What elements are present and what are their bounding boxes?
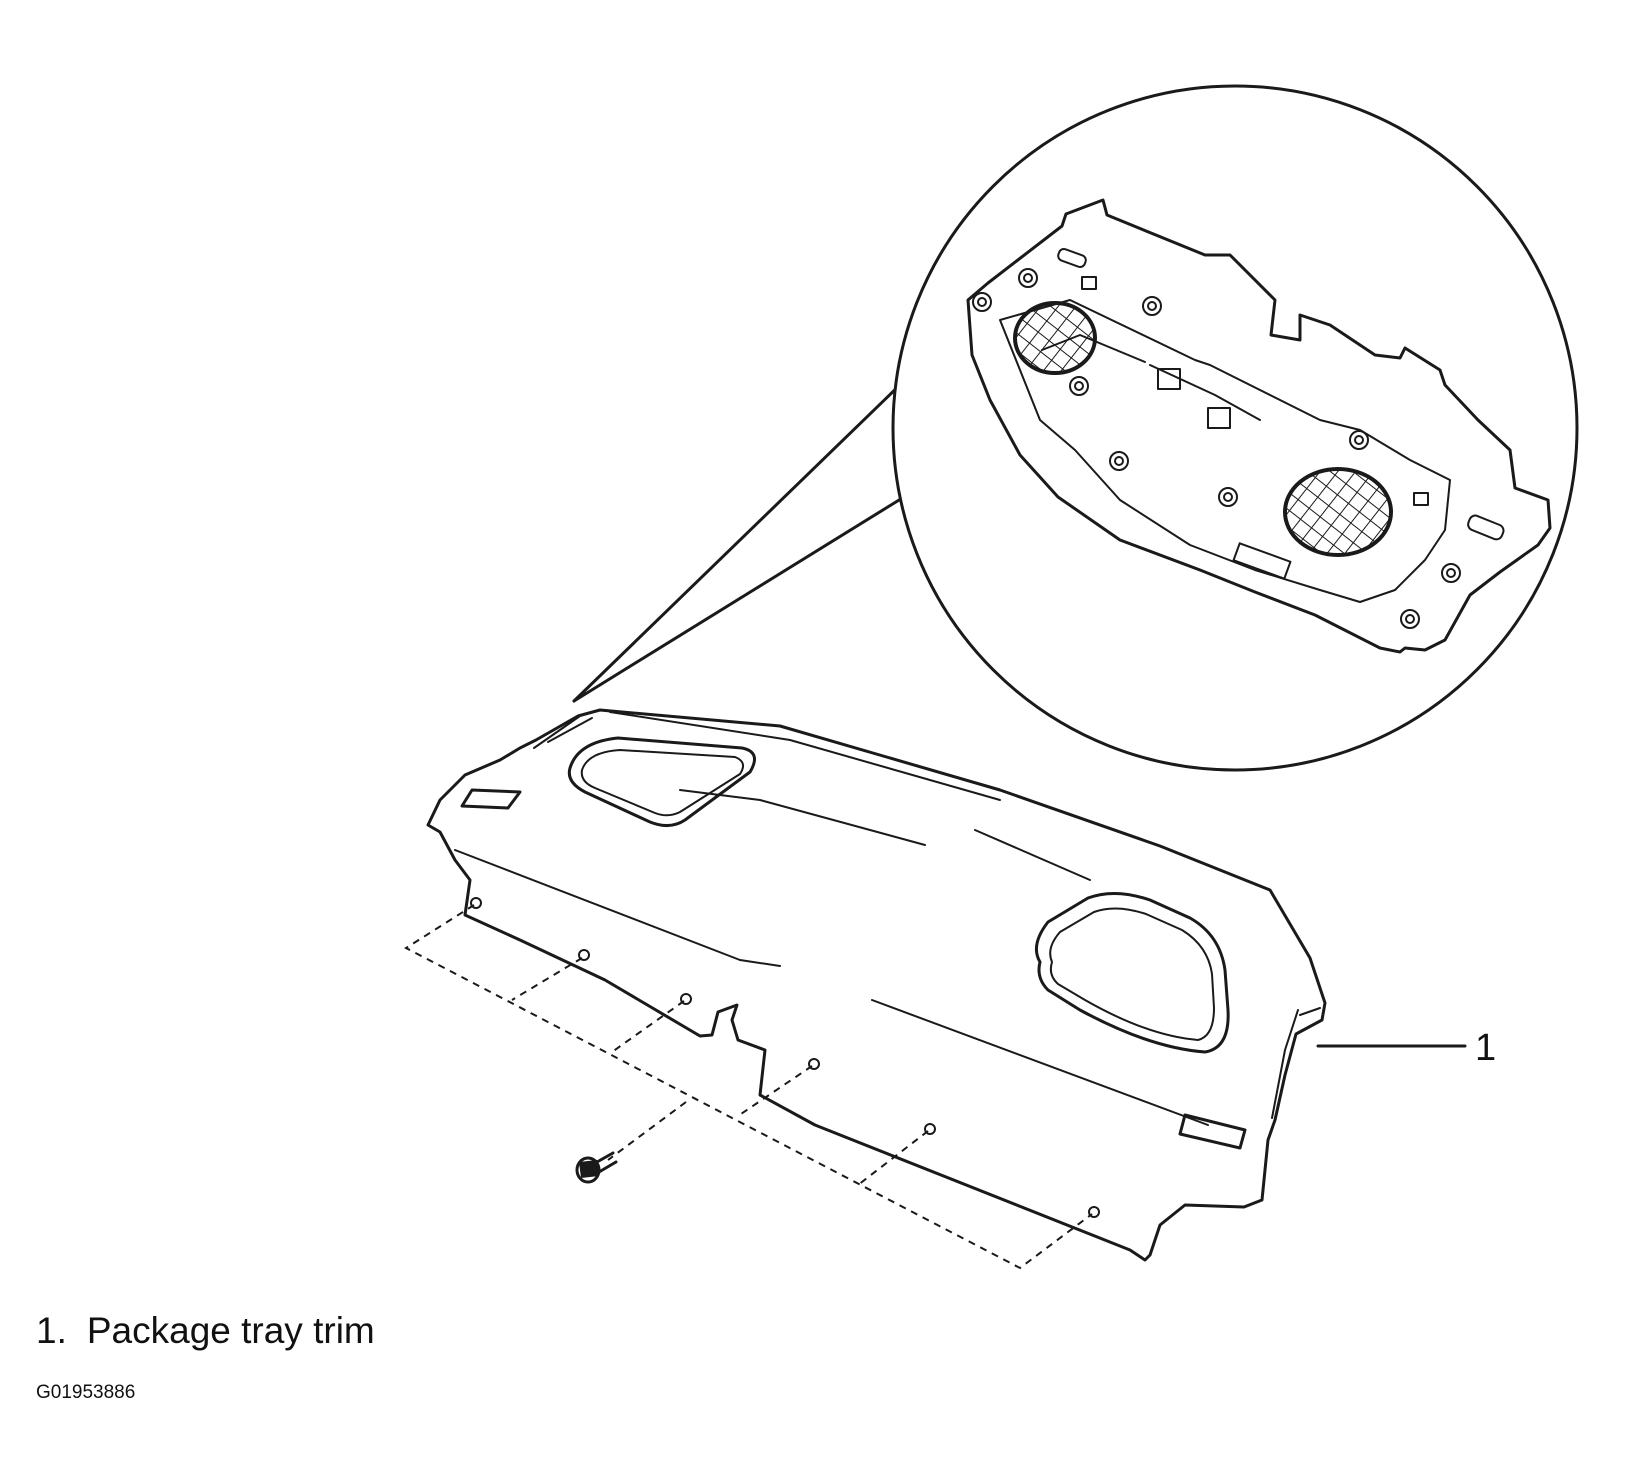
callout-number: 1 bbox=[1475, 1027, 1496, 1069]
retainer-clips bbox=[972, 268, 1461, 629]
detail-view-underside bbox=[891, 84, 1579, 772]
legend-item: 1. Package tray trim bbox=[36, 1310, 375, 1352]
figure-code: G01953886 bbox=[36, 1382, 136, 1403]
callout-1: 1 bbox=[1316, 1027, 1496, 1069]
parts-legend: 1. Package tray trim bbox=[36, 1310, 375, 1352]
fastener-alignment-lines bbox=[403, 904, 1093, 1270]
speaker-grille-right bbox=[1283, 467, 1393, 557]
speaker-grille-left bbox=[1013, 301, 1097, 375]
legend-item-number: 1. bbox=[36, 1310, 67, 1351]
magnifier-leader-lines bbox=[572, 378, 914, 703]
screw-holes bbox=[470, 897, 1100, 1218]
push-pin-fastener bbox=[575, 1151, 618, 1184]
package-tray-trim bbox=[426, 708, 1327, 1262]
legend-item-label: Package tray trim bbox=[86, 1310, 375, 1351]
